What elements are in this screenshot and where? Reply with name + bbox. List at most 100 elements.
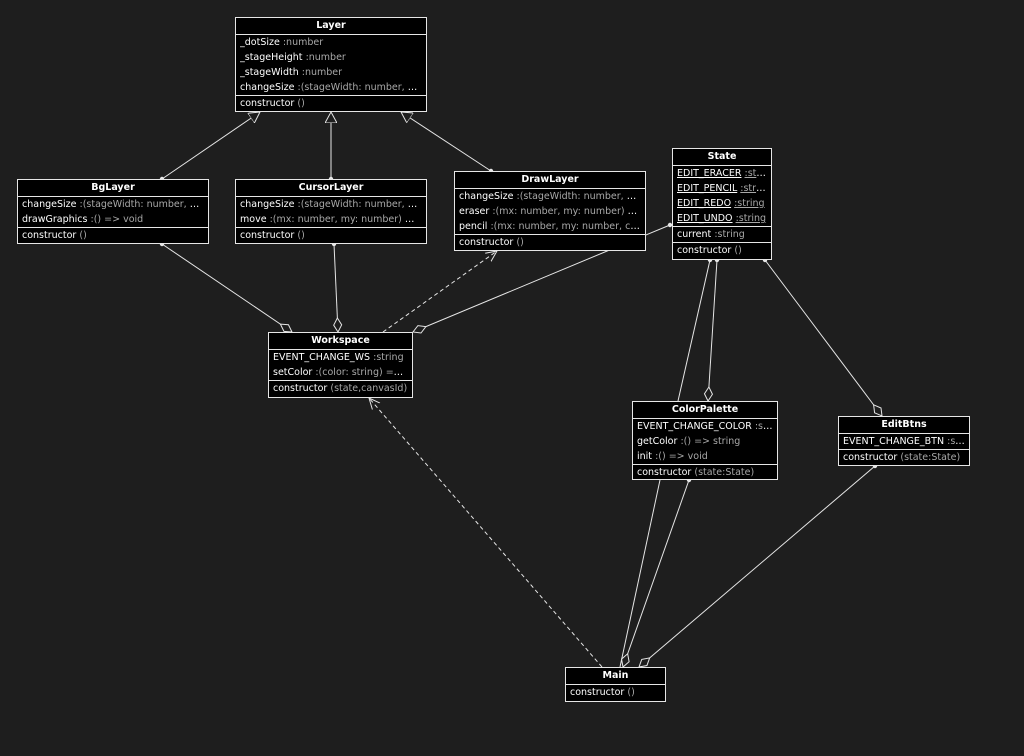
member-type: :(stageWidth: number, stage... (516, 191, 642, 202)
member-row[interactable]: constructor (state:State) (843, 450, 965, 465)
member-row[interactable]: constructor (state:State) (637, 465, 773, 479)
member-type: () (627, 687, 635, 698)
member-name: EVENT_CHANGE_WS (273, 352, 371, 363)
class-name: DrawLayer (455, 172, 645, 189)
member-row[interactable]: getColor :() => string (637, 434, 773, 449)
edge-main-has-colorpalette (621, 477, 692, 668)
member-name: EVENT_CHANGE_BTN (843, 436, 945, 447)
attributes-section: current :string (673, 227, 771, 243)
member-name: drawGraphics (22, 214, 88, 225)
member-name: EDIT_UNDO (677, 213, 733, 224)
member-row[interactable]: constructor () (570, 685, 661, 700)
class-name: ColorPalette (633, 402, 777, 419)
member-row[interactable]: constructor () (459, 235, 641, 250)
member-type: :() => void (90, 214, 144, 225)
attributes-section: EVENT_CHANGE_BTN :string (839, 434, 969, 450)
member-row[interactable]: move :(mx: number, my: number) => void (240, 212, 422, 227)
member-name: constructor (570, 687, 625, 698)
member-row[interactable]: changeSize :(stageWidth: number, stage..… (240, 80, 422, 95)
edge-colorpalette-to-state (677, 257, 713, 402)
member-row[interactable]: EVENT_CHANGE_COLOR :string (637, 419, 773, 434)
member-row[interactable]: pencil :(mx: number, my: number, color: … (459, 219, 641, 234)
member-name: constructor (22, 230, 77, 241)
member-name: _dotSize (240, 37, 280, 48)
member-type: :number (305, 52, 346, 63)
class-layer[interactable]: Layer_dotSize :number_stageHeight :numbe… (235, 17, 427, 112)
member-type: :number (301, 67, 343, 78)
methods-section: constructor () (236, 228, 426, 243)
edge-main-uses-workspace (369, 398, 603, 668)
member-row[interactable]: changeSize :(stageWidth: number, stage..… (459, 189, 641, 204)
member-row[interactable]: EVENT_CHANGE_BTN :string (843, 434, 965, 449)
member-name: eraser (459, 206, 490, 217)
member-row[interactable]: setColor :(color: string) => void (273, 365, 408, 380)
member-row[interactable]: changeSize :(stageWidth: number, stage..… (22, 197, 204, 212)
member-type: () (79, 230, 87, 241)
attributes-section: _dotSize :number_stageHeight :number_sta… (236, 35, 426, 96)
member-row[interactable]: _stageHeight :number (240, 50, 422, 65)
member-type: :string (754, 421, 773, 432)
member-row[interactable]: current :string (677, 227, 767, 242)
member-type: () (734, 245, 742, 256)
methods-section: constructor () (455, 235, 645, 250)
member-type: :string (947, 436, 965, 447)
member-row[interactable]: _stageWidth :number (240, 65, 422, 80)
member-name: changeSize (22, 199, 77, 210)
member-type: :() => void (655, 451, 708, 462)
methods-section: constructor (state,canvasId) (269, 381, 412, 396)
class-name: State (673, 149, 771, 166)
member-type: () (516, 237, 524, 248)
member-type: (state:State) (900, 452, 961, 463)
member-type: :(mx: number, my: number) => v... (492, 206, 641, 217)
member-name: changeSize (459, 191, 514, 202)
attributes-section: changeSize :(stageWidth: number, stage..… (18, 197, 208, 228)
edge-colorpalette-has-state (703, 257, 720, 403)
member-name: changeSize (240, 82, 295, 93)
member-row[interactable]: drawGraphics :() => void (22, 212, 204, 227)
member-name: move (240, 214, 267, 225)
member-type: (state:State) (694, 467, 755, 478)
member-name: EDIT_ERACER (677, 168, 742, 179)
member-type: (state,canvasId) (330, 383, 408, 394)
member-type: :string (740, 183, 767, 194)
edge-workspace-uses-drawlayer (382, 251, 497, 333)
member-row[interactable]: constructor () (240, 228, 422, 243)
member-row[interactable]: EVENT_CHANGE_WS :string (273, 350, 408, 365)
member-row[interactable]: EDIT_PENCIL :string (677, 181, 767, 196)
methods-section: constructor () (673, 243, 771, 258)
member-name: constructor (677, 245, 732, 256)
member-row[interactable]: _dotSize :number (240, 35, 422, 50)
class-name: CursorLayer (236, 180, 426, 197)
member-row[interactable]: eraser :(mx: number, my: number) => v... (459, 204, 641, 219)
member-type: :string (734, 198, 765, 209)
member-type: :(mx: number, my: number, color: ... (490, 221, 641, 232)
edge-workspace-has-cursorlayer (331, 241, 343, 334)
member-row[interactable]: constructor () (22, 228, 204, 243)
member-row[interactable]: constructor () (677, 243, 767, 258)
member-row[interactable]: EDIT_REDO :string (677, 196, 767, 211)
member-row[interactable]: EDIT_UNDO :string (677, 211, 767, 226)
member-type: :string (714, 229, 745, 240)
member-type: :string (373, 352, 404, 363)
member-row[interactable]: constructor (state,canvasId) (273, 381, 408, 396)
member-row[interactable]: init :() => void (637, 449, 773, 464)
member-row[interactable]: EDIT_ERACER :string (677, 166, 767, 181)
member-row[interactable]: constructor () (240, 96, 422, 111)
methods-section: constructor (state:State) (633, 465, 777, 479)
member-type: :string (744, 168, 768, 179)
attributes-section: EVENT_CHANGE_COLOR :stringgetColor :() =… (633, 419, 777, 465)
member-name: constructor (240, 230, 295, 241)
member-row[interactable]: changeSize :(stageWidth: number, stage..… (240, 197, 422, 212)
member-name: constructor (637, 467, 692, 478)
